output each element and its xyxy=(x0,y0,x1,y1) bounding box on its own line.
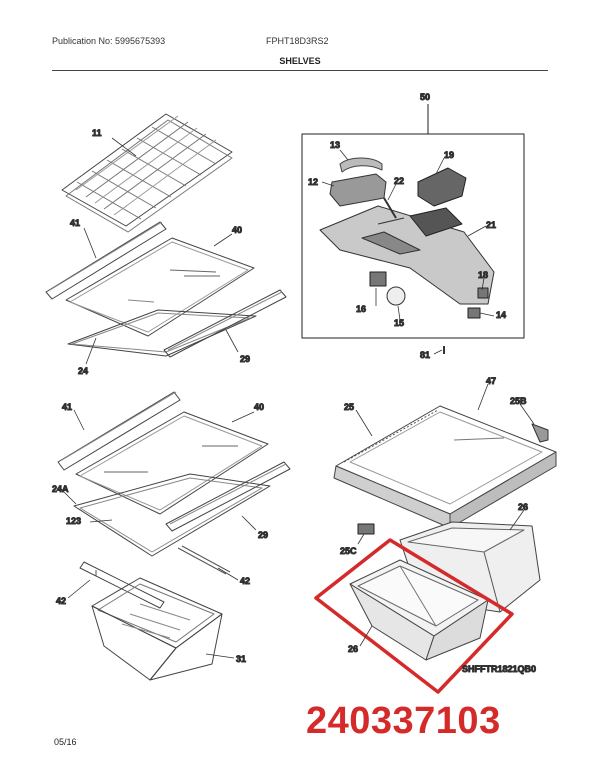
control-housing-parts xyxy=(319,157,495,354)
publication-date: 05/16 xyxy=(54,737,77,747)
diagram-code: SHFFTR1821QB0 xyxy=(462,664,536,674)
callout-31: 31 xyxy=(236,654,246,664)
callout-11: 11 xyxy=(92,128,102,138)
callout-25: 25 xyxy=(344,402,354,412)
part-number: 240337103 xyxy=(306,700,501,742)
callout-19: 19 xyxy=(444,150,454,160)
callout-12: 12 xyxy=(308,177,318,187)
callout-50: 50 xyxy=(420,92,430,102)
glass-shelf-40-lower xyxy=(75,411,269,515)
callout-24: 24 xyxy=(78,366,88,376)
callout-26-left: 26 xyxy=(348,644,358,654)
callout-42-right: 42 xyxy=(240,576,250,586)
callout-25b: 25B xyxy=(510,396,527,406)
shelf-trim-41-upper xyxy=(45,221,167,300)
shelf-trim-29-lower xyxy=(165,461,291,532)
callout-42-left: 42 xyxy=(56,596,66,606)
shelf-trim-29-upper xyxy=(163,289,287,358)
callout-123: 123 xyxy=(66,516,81,526)
callout-labels: 11 41 40 24 29 41 40 24A 123 29 42 42 31… xyxy=(52,92,537,675)
header-divider xyxy=(52,70,548,71)
control-assembly-box-50 xyxy=(301,104,525,339)
callout-18: 18 xyxy=(478,270,488,280)
callout-13: 13 xyxy=(330,140,340,150)
callout-24a: 24A xyxy=(52,484,69,494)
crisper-drawer-31 xyxy=(91,577,223,681)
callout-26-right: 26 xyxy=(518,502,528,512)
shelf-frame-24a xyxy=(73,473,271,557)
shelf-trim-41-lower xyxy=(57,391,181,471)
callout-15: 15 xyxy=(394,318,404,328)
callout-41-lower: 41 xyxy=(62,402,72,412)
publication-number: Publication No: 5995675393 xyxy=(52,36,166,46)
wire-shelf-11 xyxy=(61,113,233,233)
crisper-cover-slides-42 xyxy=(79,545,231,609)
callout-29-upper: 29 xyxy=(240,354,250,364)
callout-40-upper: 40 xyxy=(232,225,242,235)
callout-22: 22 xyxy=(394,176,404,186)
highlight-box xyxy=(314,538,514,694)
model-number: FPHT18D3RS2 xyxy=(266,36,329,46)
shelf-frame-24 xyxy=(67,309,257,357)
callout-14: 14 xyxy=(496,310,506,320)
callout-29-lower: 29 xyxy=(258,530,268,540)
callout-21: 21 xyxy=(486,220,496,230)
callout-47: 47 xyxy=(486,376,496,386)
callout-25c: 25C xyxy=(340,546,357,556)
callout-41-upper: 41 xyxy=(70,218,80,228)
callout-16: 16 xyxy=(356,304,366,314)
leader-lines xyxy=(63,137,535,659)
clip-25c xyxy=(357,523,375,535)
callout-40-lower: 40 xyxy=(254,402,264,412)
frame-clip-25b xyxy=(531,423,549,443)
callout-81: 81 xyxy=(420,350,430,360)
page-title: SHELVES xyxy=(279,56,321,66)
crisper-drawer-26-left xyxy=(349,559,489,661)
